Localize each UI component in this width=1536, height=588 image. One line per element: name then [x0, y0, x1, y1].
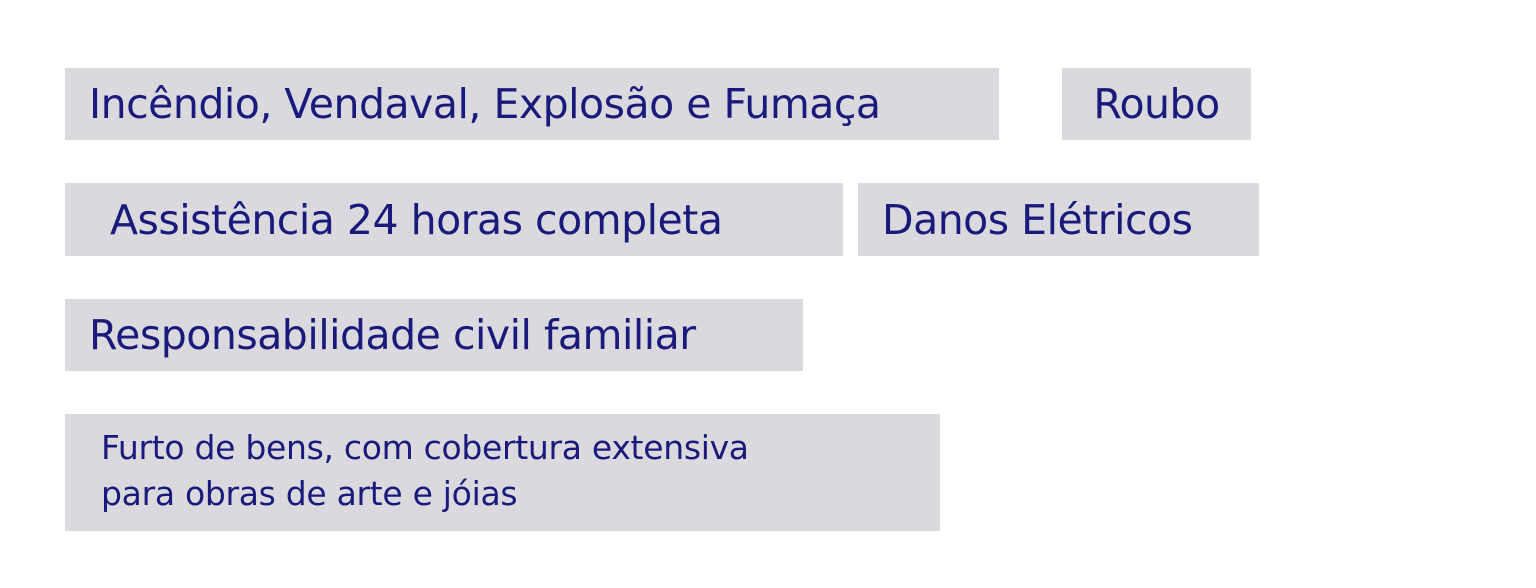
coverage-label-liability: Responsabilidade civil familiar	[89, 311, 696, 359]
coverage-label-assistance: Assistência 24 horas completa	[110, 195, 723, 244]
coverage-label-theft: Furto de bens, com cobertura extensiva p…	[101, 425, 749, 517]
coverage-tag-robbery: Roubo	[1062, 68, 1251, 140]
coverage-tag-liability: Responsabilidade civil familiar	[65, 299, 803, 371]
coverage-label-fire: Incêndio, Vendaval, Explosão e Fumaça	[89, 80, 881, 128]
coverage-tag-theft: Furto de bens, com cobertura extensiva p…	[65, 414, 940, 531]
coverage-label-robbery: Roubo	[1093, 80, 1220, 128]
coverage-label-electrical: Danos Elétricos	[882, 195, 1193, 244]
coverage-label-theft-line1: Furto de bens, com cobertura extensiva	[101, 427, 749, 467]
coverage-tag-electrical: Danos Elétricos	[858, 183, 1259, 256]
coverage-label-theft-line2: para obras de arte e jóias	[101, 473, 518, 513]
coverage-tag-fire: Incêndio, Vendaval, Explosão e Fumaça	[65, 68, 999, 140]
coverage-tag-assistance: Assistência 24 horas completa	[65, 183, 843, 256]
